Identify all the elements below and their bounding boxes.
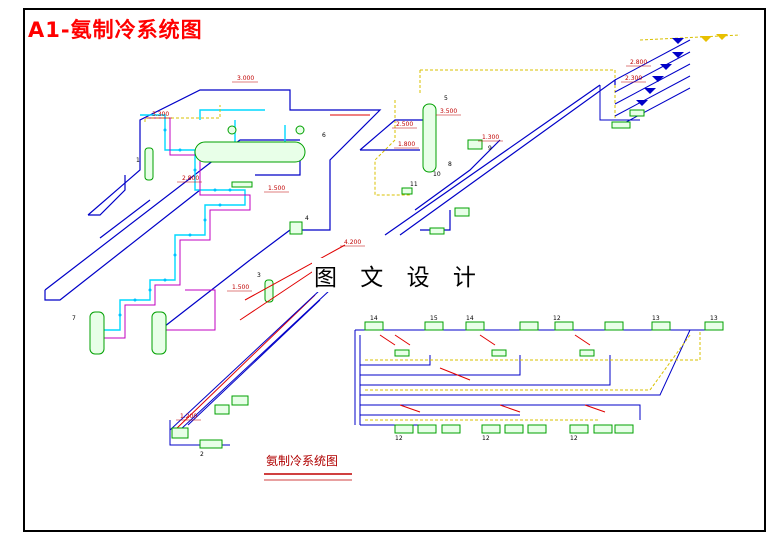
svg-text:2.800: 2.800 xyxy=(630,59,647,66)
evaporator-bank xyxy=(599,34,741,129)
air-cooler-icon xyxy=(569,424,634,434)
elevation-marker: 1.800 xyxy=(394,141,419,149)
equipment-tag: 12 xyxy=(553,315,561,322)
equipment-tags: 1 6 7 3 4 5 8 9 10 11 12 13 14 14 15 13 … xyxy=(72,95,718,458)
air-cooler-icon xyxy=(651,321,724,331)
equipment-tag: 3 xyxy=(257,272,261,279)
svg-text:4.200: 4.200 xyxy=(344,239,361,246)
svg-text:3.000: 3.000 xyxy=(237,75,254,82)
intercooler-vessel xyxy=(151,311,167,355)
equipment-tag: 15 xyxy=(430,315,438,322)
svg-text:2.300: 2.300 xyxy=(625,75,642,82)
cold-room-units xyxy=(364,321,724,434)
elevation-marker: 1.500 xyxy=(227,284,252,292)
drawing-frame xyxy=(23,8,766,532)
elevation-marker: 3.000 xyxy=(232,75,258,83)
compressor-9 xyxy=(467,139,483,150)
watermark-text: 图 文 设 计 xyxy=(312,258,486,292)
svg-text:1.500: 1.500 xyxy=(268,185,285,192)
intercooler-vessel-7 xyxy=(89,311,105,355)
svg-text:2.800: 2.800 xyxy=(182,175,199,182)
elevation-marker: 3.500 xyxy=(436,108,461,116)
liquid-line-nodes xyxy=(118,128,232,317)
valve-icon xyxy=(295,125,305,135)
elevation-marker: 2.800 xyxy=(626,59,651,67)
pump-10 xyxy=(454,207,470,217)
compressor-4 xyxy=(289,221,303,235)
elevation-marker: 2.300 xyxy=(621,75,646,83)
receiver-horizontal-vessel xyxy=(194,141,306,163)
equipment-tag: 5 xyxy=(444,95,448,102)
elevation-marker: 1.200 xyxy=(176,413,201,421)
equipment-tag: 9 xyxy=(488,145,492,152)
valve-icon xyxy=(227,125,237,135)
oil-separator-vessel xyxy=(144,147,154,181)
svg-text:1.500: 1.500 xyxy=(232,284,249,291)
equipment-tag: 12 xyxy=(570,435,578,442)
condenser-vessel-5 xyxy=(422,103,437,173)
equipment-tag: 4 xyxy=(305,215,309,222)
svg-text:3.500: 3.500 xyxy=(440,108,457,115)
lower-left-equipment xyxy=(171,395,249,449)
svg-text:2.500: 2.500 xyxy=(396,121,413,128)
elevation-marker: 1.500 xyxy=(264,185,289,193)
equipment-tag: 12 xyxy=(482,435,490,442)
svg-text:1.200: 1.200 xyxy=(180,413,197,420)
equipment-tag: 13 xyxy=(710,315,718,322)
svg-text:3.300: 3.300 xyxy=(152,111,169,118)
svg-text:1.800: 1.800 xyxy=(398,141,415,148)
air-cooler-icon xyxy=(394,424,461,434)
air-cooler-icon xyxy=(465,321,539,357)
elevation-marker: 2.800 xyxy=(177,175,202,183)
equipment-tag: 14 xyxy=(466,315,474,322)
elevation-marker: 3.300 xyxy=(147,111,172,119)
equipment-tag: 13 xyxy=(652,315,660,322)
equipment-tag: 7 xyxy=(72,315,76,322)
air-cooler-icon xyxy=(364,321,444,357)
oil-line-yellow xyxy=(144,69,616,196)
drawing-title: A1-氨制冷系统图 xyxy=(28,18,203,42)
equipment-tag: 14 xyxy=(370,315,378,322)
pump-icon xyxy=(231,181,253,188)
equipment-tag: 6 xyxy=(322,132,326,139)
equipment-tag: 1 xyxy=(136,157,140,164)
svg-text:1.300: 1.300 xyxy=(482,134,499,141)
equipment-tag: 2 xyxy=(200,451,204,458)
equipment-tag: 12 xyxy=(395,435,403,442)
caption-underline xyxy=(264,473,352,481)
compressor-room-equipment xyxy=(89,125,306,355)
distribution-manifold xyxy=(354,329,720,426)
air-cooler-icon xyxy=(481,424,547,434)
gas-line-magenta xyxy=(100,117,251,339)
air-cooler-icon xyxy=(554,321,624,357)
equipment-tag: 11 xyxy=(410,181,418,188)
elevation-marker: 1.300 xyxy=(478,134,503,142)
equipment-tag: 8 xyxy=(448,161,452,168)
elevation-markers: 3.000 3.300 2.800 4.200 1.500 2.500 1.80… xyxy=(147,59,651,421)
elevation-marker: 2.500 xyxy=(392,121,417,129)
equipment-tag: 10 xyxy=(433,171,441,178)
drawing-caption: 氨制冷系统图 xyxy=(266,454,339,468)
compressor-room-pipe-loop xyxy=(44,89,382,345)
machine-room-pipes xyxy=(359,78,616,236)
elevation-marker: 4.200 xyxy=(340,239,365,247)
machine-room-equipment xyxy=(401,103,483,235)
